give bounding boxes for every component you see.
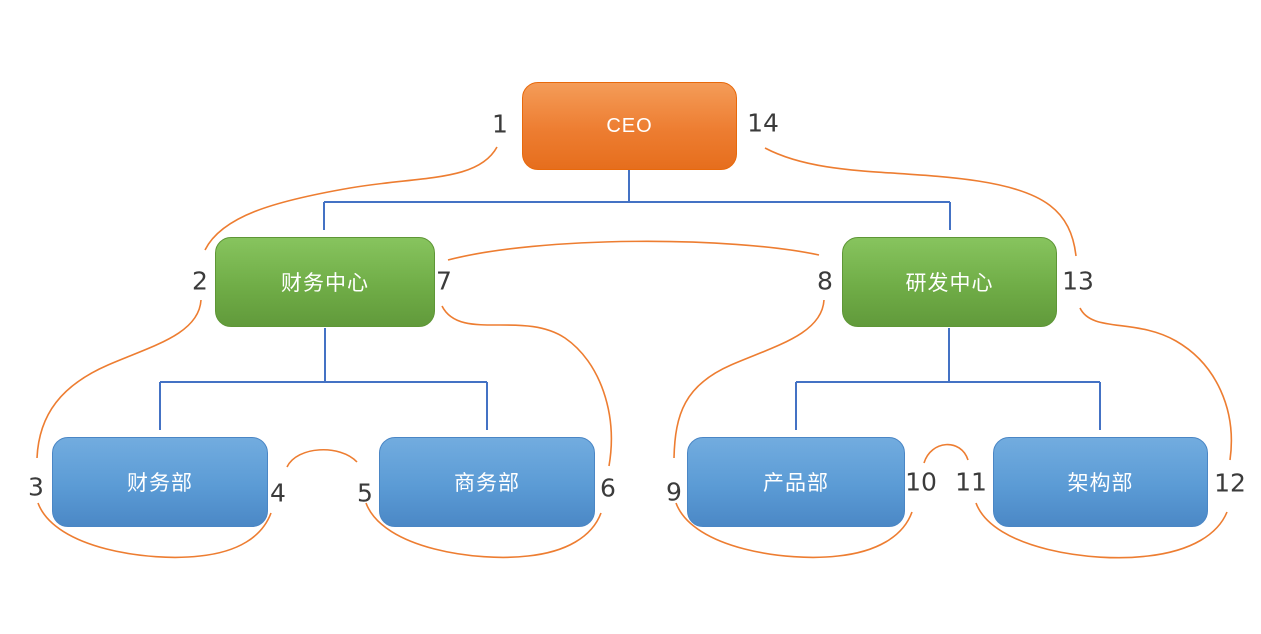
node-finance-dept[interactable]: 财务部 <box>52 437 268 527</box>
traversal-arrow-10-11 <box>923 443 969 464</box>
hierarchy-connectors <box>159 170 1101 430</box>
traversal-arrow-9-10 <box>675 502 913 559</box>
traversal-arrows <box>36 146 1233 559</box>
traversal-arrow-12-13 <box>1079 307 1233 461</box>
traversal-marker-2: 2 <box>192 266 208 296</box>
traversal-arrow-7-8 <box>447 240 820 261</box>
traversal-arrow-4-5 <box>286 449 358 468</box>
traversal-marker-8: 8 <box>817 266 833 296</box>
traversal-marker-3: 3 <box>28 472 44 502</box>
node-finance-center[interactable]: 财务中心 <box>215 237 435 327</box>
node-ceo-label: CEO <box>606 114 653 137</box>
node-architecture-dept[interactable]: 架构部 <box>993 437 1208 527</box>
traversal-arrow-6-7 <box>441 305 613 467</box>
traversal-marker-7: 7 <box>436 266 452 296</box>
traversal-arrow-5-6 <box>365 502 602 559</box>
traversal-marker-6: 6 <box>600 473 616 503</box>
traversal-marker-12: 12 <box>1214 468 1246 498</box>
node-rd-center[interactable]: 研发中心 <box>842 237 1057 327</box>
node-finance-dept-label: 财务部 <box>127 472 193 495</box>
node-business-dept-label: 商务部 <box>454 472 520 495</box>
node-rd-center-label: 研发中心 <box>905 272 994 295</box>
traversal-marker-11: 11 <box>955 467 987 497</box>
node-ceo[interactable]: CEO <box>522 82 737 170</box>
traversal-marker-1: 1 <box>492 109 508 139</box>
node-product-dept-label: 产品部 <box>763 472 829 495</box>
traversal-arrow-8-9 <box>673 299 825 459</box>
traversal-marker-9: 9 <box>666 477 682 507</box>
traversal-arrow-1-2 <box>204 146 498 251</box>
traversal-arrow-11-12 <box>975 502 1228 559</box>
traversal-arrow-13-14 <box>764 147 1077 257</box>
traversal-arrow-3-4 <box>37 502 272 559</box>
traversal-marker-4: 4 <box>270 478 286 508</box>
traversal-marker-10: 10 <box>905 467 937 497</box>
traversal-arrow-2-3 <box>36 299 202 459</box>
traversal-marker-13: 13 <box>1062 266 1094 296</box>
node-product-dept[interactable]: 产品部 <box>687 437 905 527</box>
node-finance-center-label: 财务中心 <box>281 272 369 295</box>
node-business-dept[interactable]: 商务部 <box>379 437 595 527</box>
traversal-marker-14: 14 <box>747 108 779 138</box>
node-architecture-dept-label: 架构部 <box>1067 472 1134 495</box>
traversal-marker-5: 5 <box>357 478 373 508</box>
